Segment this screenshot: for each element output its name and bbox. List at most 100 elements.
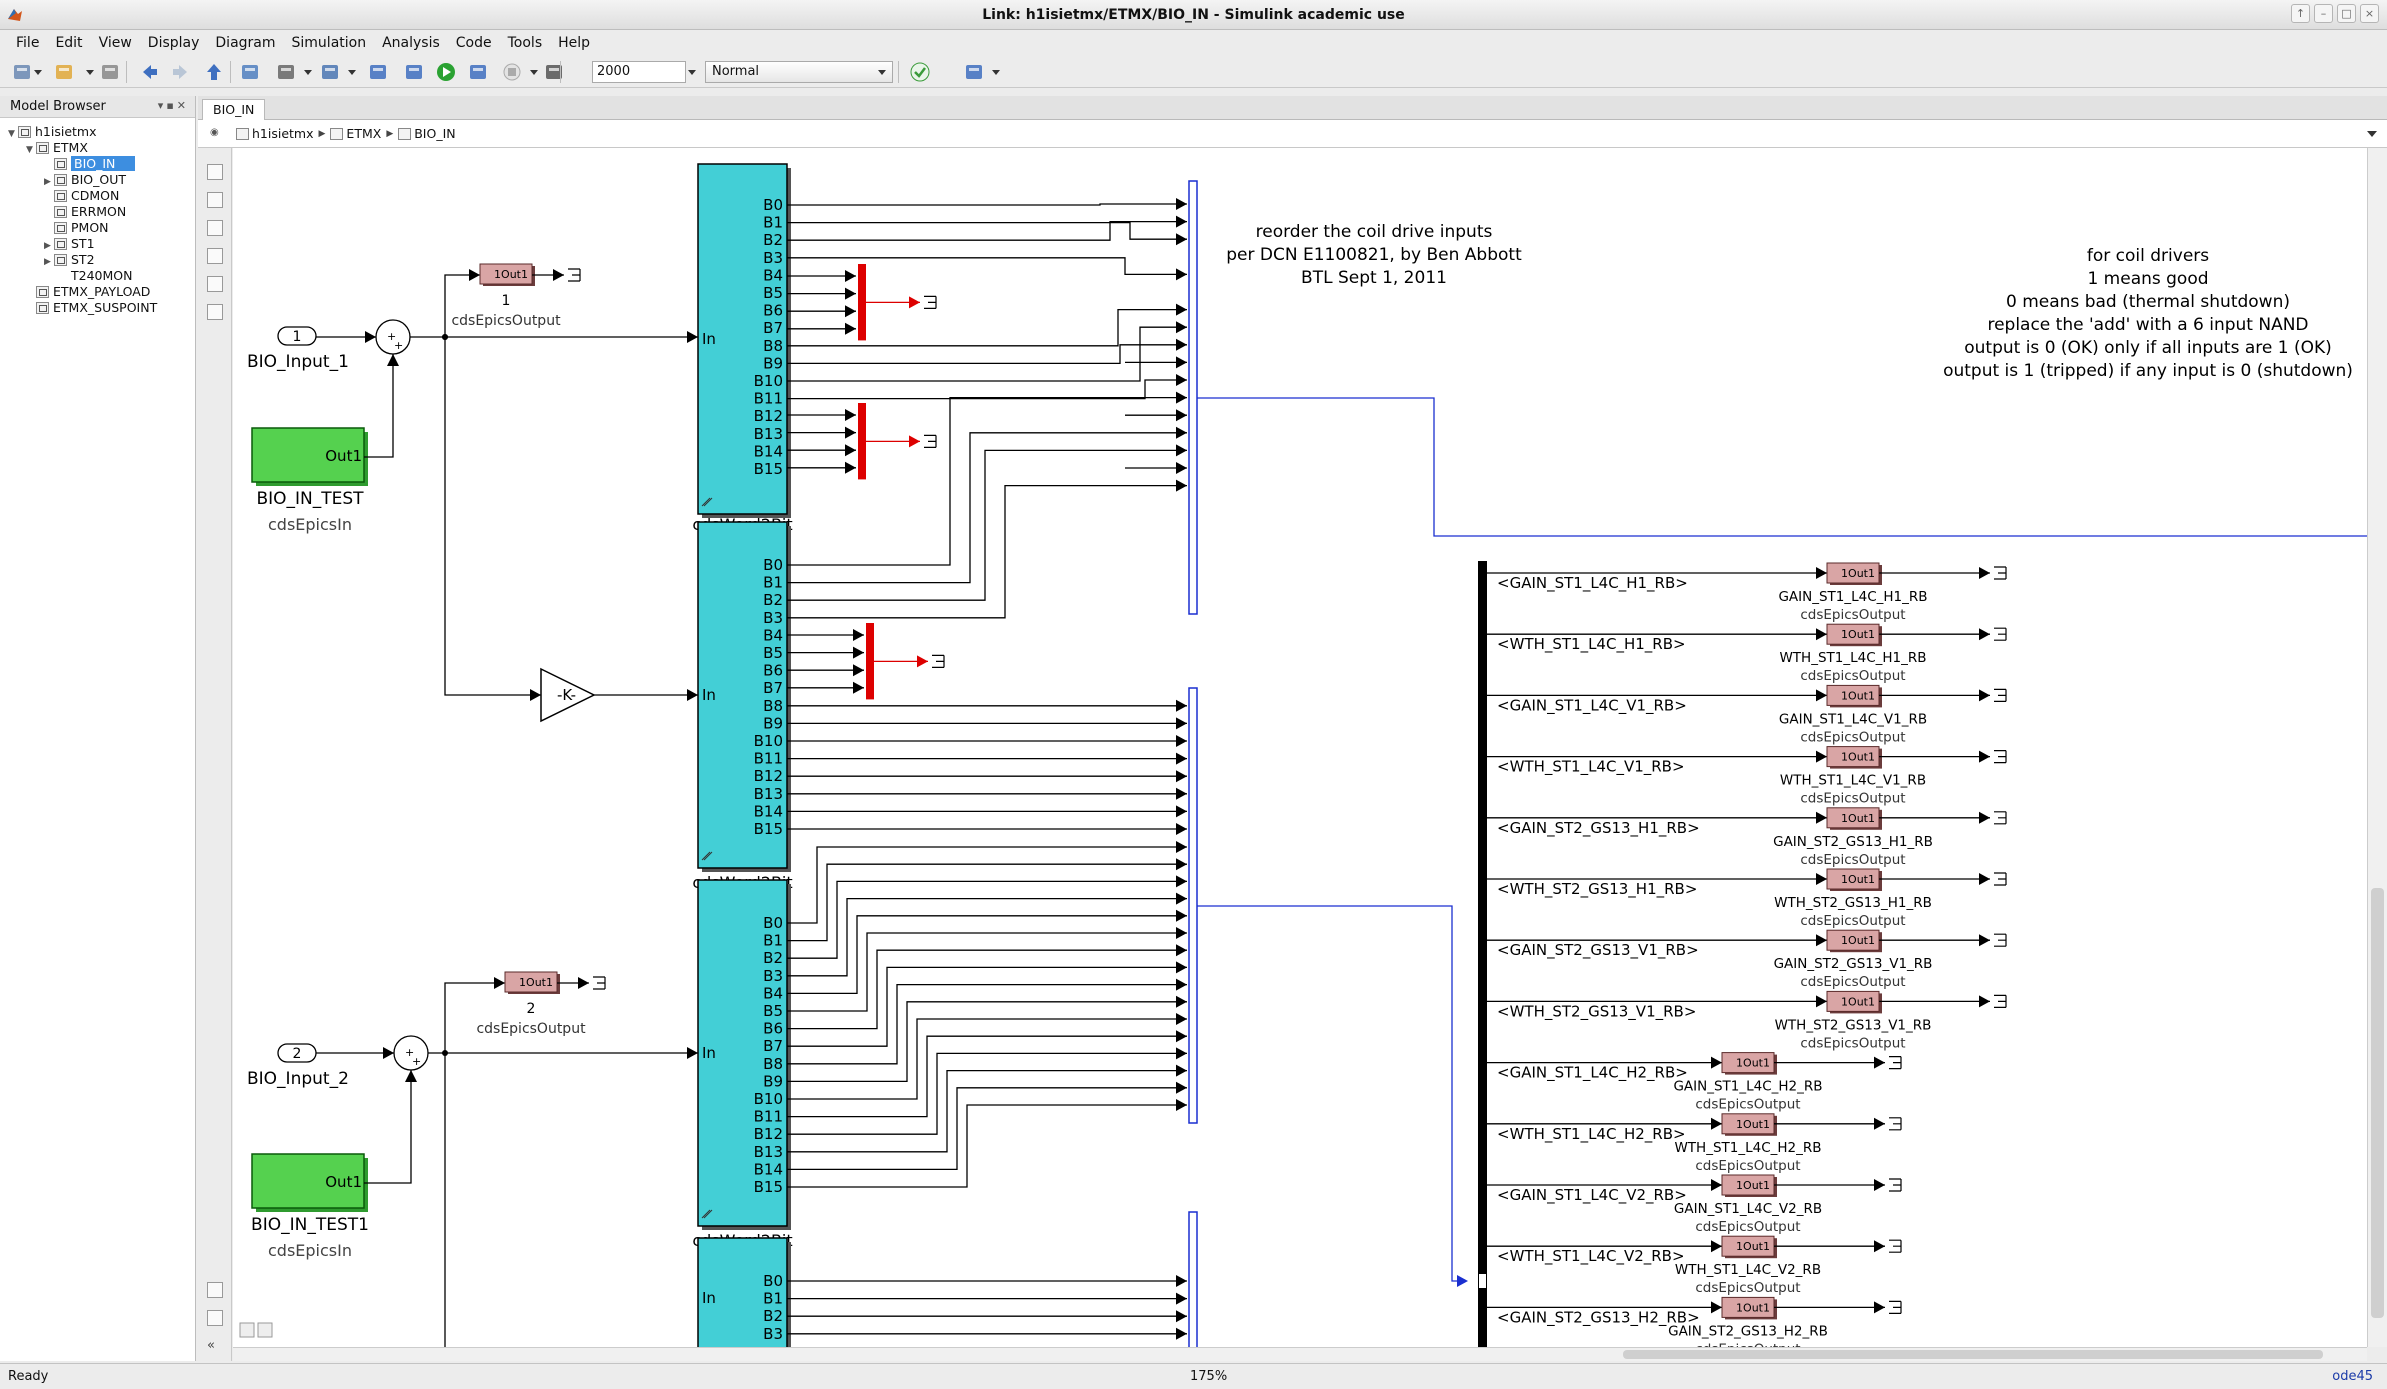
minimize-icon[interactable]: – <box>2314 4 2333 23</box>
library-browser-icon[interactable] <box>238 60 262 84</box>
terminator[interactable] <box>1994 872 2007 886</box>
close-icon[interactable]: × <box>2360 4 2379 23</box>
zoom-icon[interactable] <box>207 164 223 180</box>
terminator[interactable] <box>1889 1300 1902 1314</box>
expand-icon[interactable]: ▼ <box>26 145 33 155</box>
expand-icon[interactable]: ▶ <box>44 177 51 187</box>
collapse-icon[interactable]: « <box>207 1338 215 1353</box>
fast-restart-icon[interactable] <box>366 60 390 84</box>
signal-line[interactable] <box>787 379 1187 400</box>
check-icon[interactable] <box>908 60 932 84</box>
run-icon[interactable] <box>434 60 458 84</box>
signal-line[interactable] <box>787 308 1187 347</box>
stop-time-input[interactable]: 2000 <box>592 61 686 83</box>
terminator[interactable] <box>1994 750 2007 764</box>
tree-item-st1[interactable]: ▶ST1 <box>44 236 95 252</box>
word2bit-block[interactable] <box>697 163 788 515</box>
signal-line[interactable] <box>787 880 1187 959</box>
back-icon[interactable] <box>138 60 162 84</box>
epics-in-block[interactable] <box>251 1153 365 1209</box>
menu-help[interactable]: Help <box>558 35 591 51</box>
save-icon[interactable] <box>98 60 122 84</box>
breadcrumb-item[interactable]: ETMX <box>330 126 381 141</box>
camera-icon[interactable] <box>207 1282 223 1298</box>
tab-bio-in[interactable]: BIO_IN <box>202 99 266 120</box>
chevron-down-icon[interactable] <box>348 70 356 75</box>
terminator[interactable] <box>593 976 606 990</box>
bus-line[interactable] <box>1197 397 2367 537</box>
bus-creator-block[interactable] <box>1188 180 1198 615</box>
bus-line[interactable] <box>1197 905 1466 1282</box>
signal-line[interactable] <box>364 1070 412 1184</box>
model-info-icon[interactable] <box>207 1310 223 1326</box>
gain-block[interactable] <box>540 667 596 723</box>
menu-diagram[interactable]: Diagram <box>215 35 276 51</box>
image-icon[interactable] <box>207 276 223 292</box>
lock-icon[interactable] <box>239 1322 255 1338</box>
restore-icon[interactable]: ↑ <box>2291 4 2310 23</box>
breadcrumb-item[interactable]: h1isietmx <box>236 126 314 141</box>
terminator[interactable] <box>1994 933 2007 947</box>
step-back-icon[interactable] <box>402 60 426 84</box>
terminator[interactable] <box>1889 1056 1902 1070</box>
fit-view-icon[interactable] <box>207 192 223 208</box>
signal-line[interactable] <box>787 484 1187 619</box>
step-forward-icon[interactable] <box>466 60 490 84</box>
signal-line[interactable] <box>787 432 1187 584</box>
tree-item-bio-out[interactable]: ▶BIO_OUT <box>44 172 126 188</box>
terminator[interactable] <box>1994 688 2007 702</box>
word2bit-block[interactable] <box>697 879 788 1227</box>
chevron-down-icon[interactable] <box>304 70 312 75</box>
model-config-icon[interactable] <box>274 60 298 84</box>
signal-line[interactable] <box>787 1104 1187 1188</box>
signal-line[interactable] <box>787 326 1187 382</box>
epics-in-block[interactable] <box>251 427 365 483</box>
terminator[interactable] <box>1994 566 2007 580</box>
chevron-down-icon[interactable] <box>2367 131 2377 137</box>
red-bus-block[interactable] <box>858 403 866 480</box>
area-icon[interactable] <box>207 304 223 320</box>
menu-simulation[interactable]: Simulation <box>291 35 367 51</box>
chevron-down-icon[interactable] <box>530 70 538 75</box>
vertical-scrollbar[interactable] <box>2367 148 2387 1347</box>
signal-line[interactable] <box>364 354 394 458</box>
horizontal-scrollbar[interactable] <box>233 1347 2367 1361</box>
menu-display[interactable]: Display <box>147 35 200 51</box>
bus-creator-block[interactable] <box>1188 1211 1198 1347</box>
signal-line[interactable] <box>787 257 1187 276</box>
terminator[interactable] <box>568 268 581 282</box>
signal-line[interactable] <box>787 932 1187 1012</box>
signal-line[interactable] <box>787 220 1187 241</box>
menu-view[interactable]: View <box>98 35 132 51</box>
signal-line[interactable] <box>787 983 1187 1065</box>
terminator[interactable] <box>1994 811 2007 825</box>
signal-line[interactable] <box>787 966 1187 1047</box>
epics-output-block[interactable] <box>479 263 533 285</box>
panel-controls[interactable]: ▾▪✕ <box>157 99 189 112</box>
word2bit-block[interactable] <box>697 1237 788 1347</box>
scroll-thumb[interactable] <box>1623 1350 2323 1359</box>
signal-line[interactable] <box>787 221 1187 240</box>
signal-line[interactable] <box>787 897 1187 977</box>
expand-icon[interactable]: ▶ <box>44 241 51 251</box>
inport-block[interactable] <box>277 326 317 346</box>
new-model-icon[interactable] <box>10 60 34 84</box>
signal-line[interactable] <box>444 982 505 1053</box>
menu-code[interactable]: Code <box>455 35 492 51</box>
forward-icon[interactable] <box>168 60 192 84</box>
chevron-down-icon[interactable] <box>688 70 696 75</box>
terminator[interactable] <box>1889 1178 1902 1192</box>
maximize-icon[interactable]: □ <box>2337 4 2356 23</box>
word2bit-block[interactable] <box>697 521 788 869</box>
menu-file[interactable]: File <box>16 35 40 51</box>
signal-line[interactable] <box>787 396 1187 566</box>
red-bus-block[interactable] <box>858 264 866 341</box>
tree-item-etmx-payload[interactable]: ETMX_PAYLOAD <box>26 284 150 300</box>
table-icon[interactable] <box>962 60 986 84</box>
signal-line[interactable] <box>787 203 1187 206</box>
menu-edit[interactable]: Edit <box>55 35 83 51</box>
tree-item-pmon[interactable]: PMON <box>44 220 109 236</box>
stop-icon[interactable] <box>500 60 524 84</box>
signal-line[interactable] <box>444 337 541 696</box>
simulation-mode-select[interactable]: Normal <box>705 61 893 83</box>
